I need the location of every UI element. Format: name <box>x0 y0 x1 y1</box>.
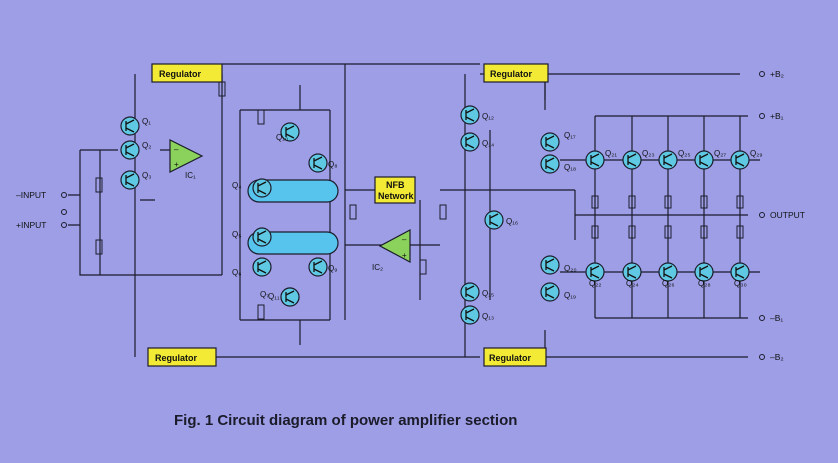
transistor-8: Q₈ <box>308 153 338 173</box>
transistor-29: Q₂₉ <box>730 149 763 170</box>
output-bank-lines <box>560 116 760 318</box>
transistor-label: Q₁₂ <box>482 112 494 121</box>
transistor-18: Q₁₈ <box>540 154 576 174</box>
transistor-label: Q₅ <box>232 230 241 239</box>
label-minus-input: –INPUT <box>16 190 46 200</box>
transistor-label: Q₃ <box>142 171 151 180</box>
transistor-label: Q₇ <box>260 290 269 299</box>
transistor-3: Q₃ <box>120 170 151 190</box>
svg-text:+: + <box>402 251 407 260</box>
transistor-label: Q₂₆ <box>662 279 675 288</box>
nfb-network-box: NFB Network <box>374 176 416 204</box>
label-neg-b1: –B₁ <box>770 313 783 323</box>
figure-caption: Fig. 1 Circuit diagram of power amplifie… <box>174 412 518 429</box>
regulator-top-right: Regulator <box>483 63 549 83</box>
transistor-20: Q₂₀ <box>540 255 577 275</box>
transistor-label: Q₁₉ <box>564 291 576 300</box>
transistor-26: Q₂₆ <box>658 262 678 288</box>
transistor-label: Q₁₃ <box>482 312 494 321</box>
opamp-ic1: – + IC₁ <box>169 139 204 180</box>
regulator-top-left: Regulator <box>151 63 223 83</box>
transistor-16: Q₁₆ <box>484 210 518 230</box>
transistor-label: Q₂₀ <box>564 264 577 273</box>
svg-text:IC₂: IC₂ <box>372 263 383 272</box>
label-pos-b1: +B₁ <box>770 111 784 121</box>
svg-text:Regulator: Regulator <box>490 69 533 79</box>
transistor-2: Q₂ <box>120 140 151 160</box>
transistor-label: Q₂₇ <box>714 149 726 158</box>
terminals <box>61 71 765 360</box>
transistor-label: Q₃₀ <box>734 279 747 288</box>
transistor-label: Q₁₁ <box>268 292 280 301</box>
transistor-23: Q₂₃ <box>622 149 655 170</box>
transistor-30: Q₃₀ <box>730 262 750 288</box>
regulator-bottom-right: Regulator <box>483 347 547 367</box>
transistor-4: Q₄ <box>232 178 272 198</box>
resistor-group <box>95 81 744 320</box>
transistor-25: Q₂₅ <box>658 149 691 170</box>
transistor-label: Q₂₄ <box>626 279 639 288</box>
svg-text:Network: Network <box>378 191 415 201</box>
vertical-left-bus <box>134 64 546 357</box>
transistor-14: Q₁₄ <box>460 132 494 152</box>
input-lines <box>68 149 222 276</box>
driver-lines <box>345 130 576 300</box>
transistor-label: Q₁₈ <box>564 163 576 172</box>
transistor-label: Q₂₂ <box>589 279 601 288</box>
transistor-22: Q₂₂ <box>585 262 605 288</box>
transistor-label: Q₂₉ <box>750 149 763 158</box>
transistor-label: Q₁₆ <box>506 217 518 226</box>
transistor-11: Q₁₁ <box>268 287 300 307</box>
rail-pos-b2 <box>152 63 740 100</box>
transistor-label: Q₈ <box>328 160 338 169</box>
transistor-28: Q₂₈ <box>694 262 714 288</box>
label-plus-input: +INPUT <box>16 220 46 230</box>
transistor-1: Q₁ <box>120 116 151 136</box>
transistor-label: Q₂₅ <box>678 149 691 158</box>
transistor-27: Q₂₇ <box>694 149 726 170</box>
transistor-label: Q₄ <box>232 181 242 190</box>
transistor-label: Q₆ <box>232 268 241 277</box>
svg-text:NFB: NFB <box>386 180 405 190</box>
transistor-label: Q₁₄ <box>482 139 494 148</box>
transistor-6: Q₆ <box>232 257 272 277</box>
svg-text:IC₁: IC₁ <box>185 171 196 180</box>
svg-text:Regulator: Regulator <box>155 353 198 363</box>
svg-text:–: – <box>402 235 407 244</box>
vas-lines <box>239 85 331 345</box>
transistor-label: Q₁ <box>142 117 151 126</box>
transistor-5: Q₅ <box>232 227 272 247</box>
svg-text:+: + <box>174 160 179 169</box>
svg-text:–: – <box>174 145 179 154</box>
label-output: OUTPUT <box>770 210 805 220</box>
transistor-21: Q₂₁ <box>585 149 617 170</box>
transistor-13: Q₁₃ <box>460 305 494 325</box>
transistor-12: Q₁₂ <box>460 105 494 125</box>
svg-text:Regulator: Regulator <box>159 69 202 79</box>
transistor-17: Q₁₇ <box>540 131 576 152</box>
transistor-9: Q₉ <box>308 257 337 277</box>
svg-text:Regulator: Regulator <box>489 353 532 363</box>
transistor-19: Q₁₉ <box>540 282 576 302</box>
transistor-layer: Q₁ Q₂ Q₃ Q₄ Q₅ Q₆ Q₇ Q₈ Q₉ Q₁₀ Q₁₁ Q₁₂ Q₁₃ Q₁₄ Q₁₅ Q₁₆ Q… <box>120 105 763 325</box>
opamp-ic2: – + IC₂ <box>372 229 411 272</box>
transistor-label: Q₁₇ <box>564 131 576 140</box>
transistor-15: Q₁₅ <box>460 282 494 302</box>
label-neg-b2: –B₂ <box>770 352 784 362</box>
transistor-label: Q₂₃ <box>642 149 655 158</box>
transistor-24: Q₂₄ <box>622 262 642 288</box>
transistor-label: Q₁₅ <box>482 289 494 298</box>
regulator-bottom-left: Regulator <box>147 347 217 367</box>
transistor-label: Q₂ <box>142 141 151 150</box>
label-pos-b2: +B₂ <box>770 69 784 79</box>
transistor-label: Q₉ <box>328 264 337 273</box>
transistor-10: Q₁₀ <box>276 122 300 142</box>
transistor-label: Q₁₀ <box>276 133 288 142</box>
transistor-label: Q₂₁ <box>605 149 617 158</box>
transistor-label: Q₂₈ <box>698 279 711 288</box>
